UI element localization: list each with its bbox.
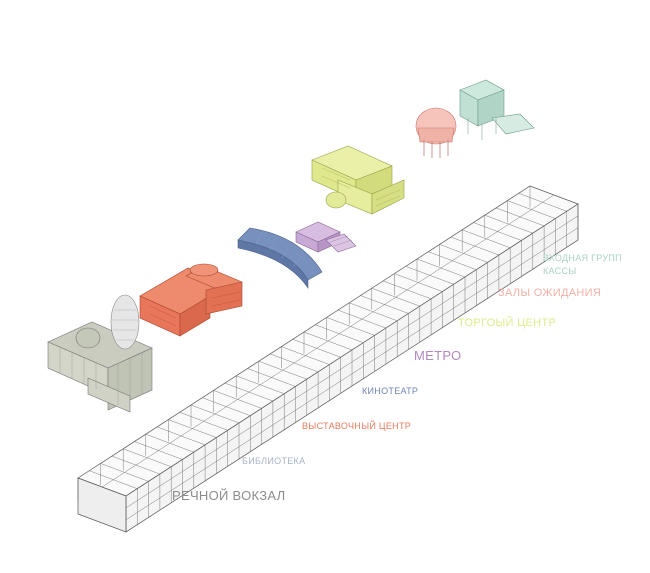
label-exhibition-center: ВЫСТАВОЧНЫЙ ЦЕНТР: [302, 421, 412, 431]
library-building: [47, 321, 153, 413]
exhibition-building: [139, 263, 243, 337]
structural-frame: [77, 185, 579, 533]
label-river-station: РЕЧНОЙ ВОКЗАЛ: [172, 488, 286, 503]
waiting-halls-building: [415, 107, 457, 158]
label-entrance: ВХОДНАЯ ГРУПП КАССЫ: [543, 253, 622, 276]
shopping-building: [311, 145, 405, 215]
metro-building: [295, 221, 357, 253]
label-metro: МЕТРО: [414, 348, 462, 363]
cinema-building: [237, 227, 323, 289]
label-waiting-halls: ЗАЛЫ ОЖИДАНИЯ: [498, 287, 602, 299]
label-shopping-center: ТОРГОЫЙ ЦЕНТР: [458, 317, 557, 329]
library-oval-volume: [110, 294, 140, 350]
label-library: БИБЛИОТЕКА: [242, 456, 306, 466]
entrance-building: [459, 79, 535, 140]
label-cinema: КИНОТЕАТР: [362, 386, 419, 396]
